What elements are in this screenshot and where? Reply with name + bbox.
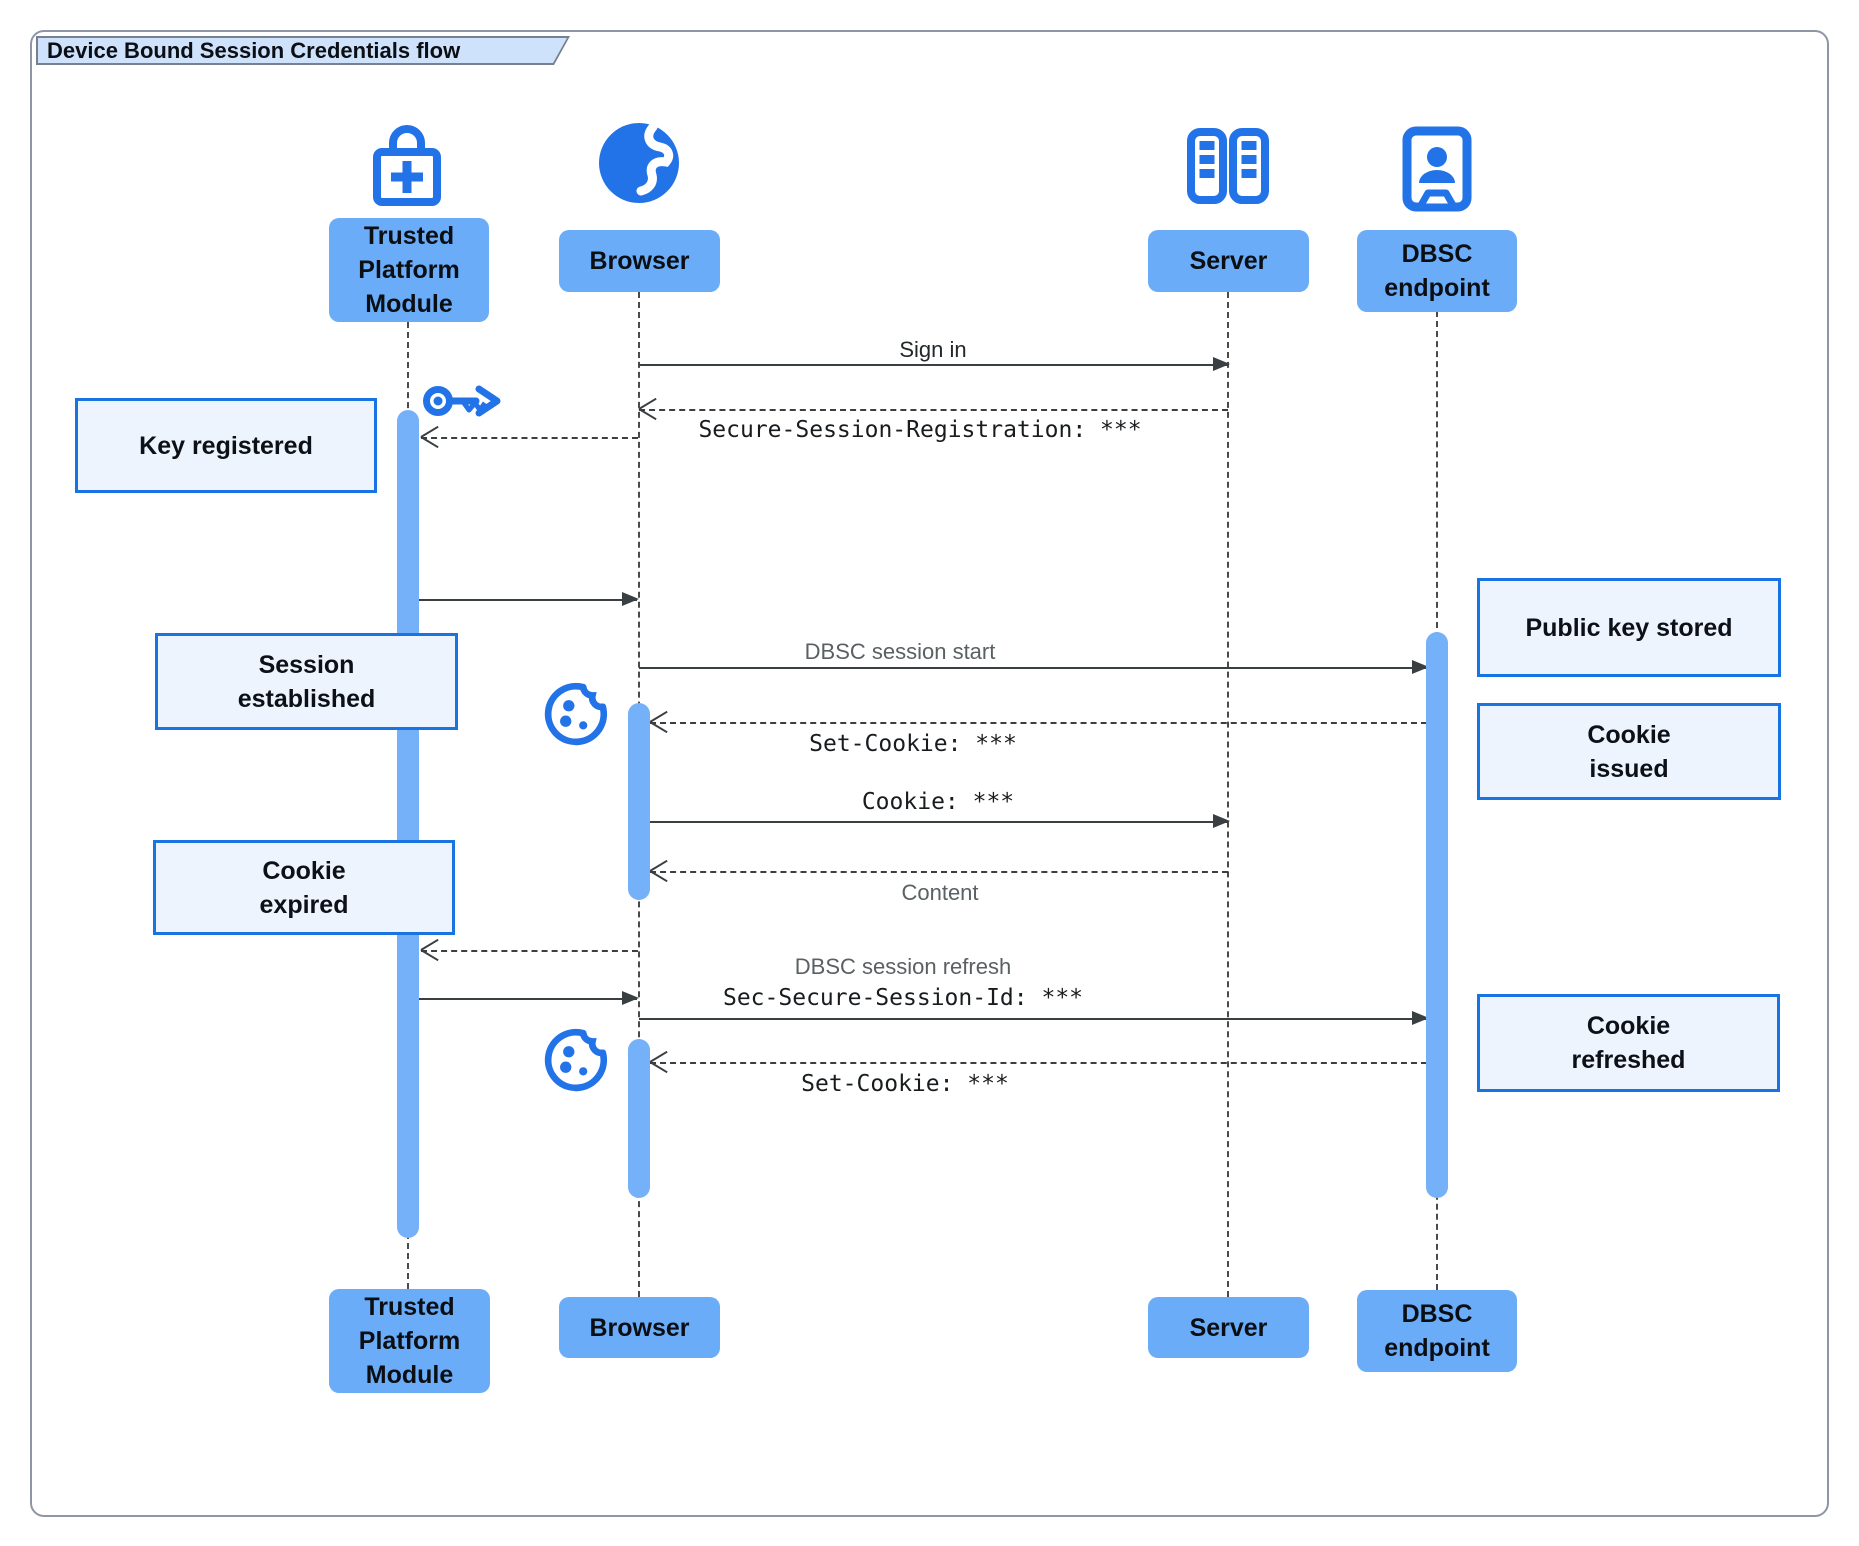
arrow-tpm-to-browser-key: [419, 592, 639, 606]
participant-dbsc-endpoint-top: DBSC endpoint: [1357, 230, 1517, 312]
diagram-border: [30, 30, 1829, 1517]
participant-dbsc-endpoint-bottom: DBSC endpoint: [1357, 1290, 1517, 1372]
arrow-set-cookie-first: [650, 722, 1427, 724]
diagram-title: Device Bound Session Credentials flow: [47, 37, 461, 63]
participant-server-bottom: Server: [1148, 1297, 1309, 1358]
diagram-title-tab: Device Bound Session Credentials flow: [36, 36, 570, 65]
arrow-dbsc-session-refresh: [639, 1011, 1429, 1025]
participant-browser-bottom: Browser: [559, 1297, 720, 1358]
message-label-content: Content: [901, 880, 979, 905]
message-label-dbsc-session-refresh: DBSC session refresh: [794, 954, 1012, 979]
participant-server-top: Server: [1148, 230, 1309, 292]
activation-bar-tpm: [397, 410, 419, 1238]
lifeline-server: [1227, 292, 1229, 1297]
diagram-title-tab-inner: Device Bound Session Credentials flow: [38, 38, 567, 63]
note-key-registered: Key registered: [75, 398, 377, 493]
message-label-sign-in: Sign in: [899, 337, 967, 362]
activation-bar-browser-1: [628, 703, 650, 900]
key-icon: [423, 385, 501, 417]
arrow-secure-session-registration: [639, 409, 1228, 411]
endpoint-person-icon: [1402, 126, 1472, 212]
globe-icon: [599, 122, 679, 203]
arrow-dbsc-session-start: [639, 660, 1429, 674]
message-label-sec-secure-session-id: Sec-Secure-Session-Id: ***: [722, 985, 1084, 1011]
activation-bar-browser-2: [628, 1039, 650, 1198]
note-session-established: Session established: [155, 633, 458, 730]
cookie-icon: [544, 682, 608, 746]
server-racks-icon: [1187, 128, 1269, 204]
lock-plus-icon: [373, 125, 441, 206]
message-label-set-cookie-refresh: Set-Cookie: ***: [801, 1071, 1009, 1097]
activation-bar-dbsc-endpoint: [1426, 632, 1448, 1198]
arrow-set-cookie-refresh: [650, 1062, 1427, 1064]
arrow-cookie: [650, 814, 1230, 828]
arrow-browser-to-tpm-register: [421, 437, 638, 439]
participant-tpm-top: Trusted Platform Module: [329, 218, 489, 322]
note-cookie-expired: Cookie expired: [153, 840, 455, 935]
note-public-key-stored: Public key stored: [1477, 578, 1781, 677]
participant-tpm-bottom: Trusted Platform Module: [329, 1289, 490, 1393]
message-label-dbsc-session-start: DBSC session start: [804, 639, 996, 664]
arrow-content: [650, 871, 1228, 873]
message-label-set-cookie-first: Set-Cookie: ***: [809, 731, 1017, 757]
arrow-sign-in: [639, 357, 1230, 371]
message-label-secure-session-registration: Secure-Session-Registration: ***: [698, 417, 1142, 443]
arrow-tpm-to-browser-proof: [419, 991, 639, 1005]
participant-browser-top: Browser: [559, 230, 720, 292]
note-cookie-issued: Cookie issued: [1477, 703, 1781, 800]
message-label-cookie: Cookie: ***: [861, 789, 1015, 815]
cookie-icon: [544, 1028, 608, 1092]
arrow-browser-to-tpm-refresh: [421, 950, 638, 952]
note-cookie-refreshed: Cookie refreshed: [1477, 994, 1780, 1092]
